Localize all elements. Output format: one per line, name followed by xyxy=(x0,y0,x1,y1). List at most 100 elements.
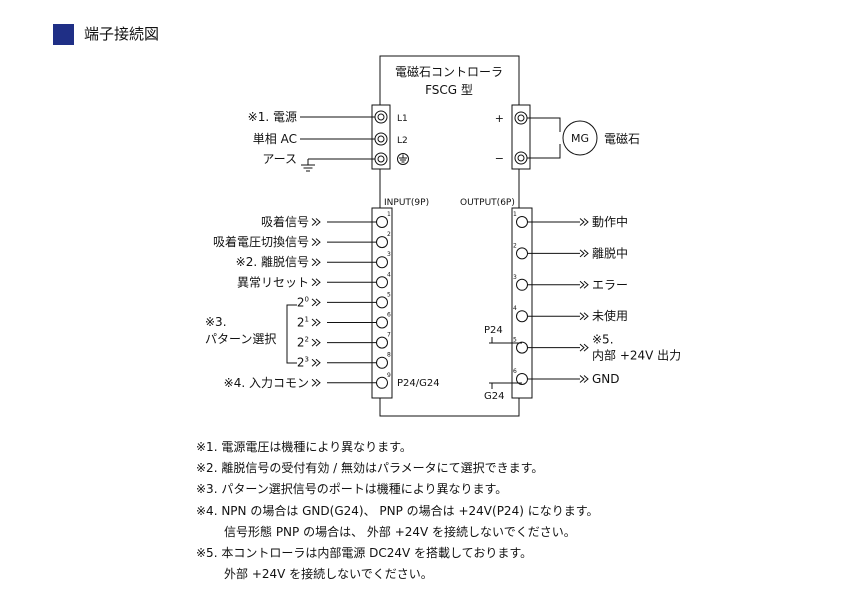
power-terminal-L2 xyxy=(374,132,388,146)
double-arrow-icon xyxy=(579,343,589,352)
terminal-tag-L2: L2 xyxy=(397,136,408,146)
output-pin-number: 4 xyxy=(513,305,517,312)
input-pin-number: 9 xyxy=(387,372,391,379)
input-pin-4: 4 異常リセット xyxy=(237,271,391,289)
input-pin-9: 9 ※4. 入力コモン xyxy=(224,372,391,390)
output-pin-number: 1 xyxy=(513,211,517,218)
wire-mg-plus xyxy=(527,117,561,132)
double-arrow-icon xyxy=(311,338,321,347)
output-pin-1: 1 動作中 xyxy=(513,211,628,229)
double-arrow-icon xyxy=(579,312,589,321)
output-terminal-plus xyxy=(514,111,528,125)
double-arrow-icon xyxy=(579,249,589,258)
input-pin-number: 2 xyxy=(387,231,391,238)
input-pin-label: 吸着信号 xyxy=(261,214,309,229)
input-pin-socket xyxy=(376,236,388,249)
output-pin-socket xyxy=(516,278,528,291)
output-pin-4: 4 未使用 xyxy=(513,305,628,323)
double-arrow-icon xyxy=(311,238,321,246)
output-pin-label-secondary: 内部 +24V 出力 xyxy=(592,348,681,363)
output-pin-3: 3 エラー xyxy=(513,274,628,292)
double-arrow-icon xyxy=(579,218,589,226)
output-pin-number: 3 xyxy=(513,274,517,281)
input-pin-label: 異常リセット xyxy=(237,275,309,289)
input-pin-socket xyxy=(376,376,388,389)
output-pin-label: 未使用 xyxy=(592,308,628,323)
double-arrow-icon xyxy=(311,258,321,267)
output-terminal-minus xyxy=(514,151,528,165)
input-pin-number: 4 xyxy=(387,271,391,278)
input-pin-number: 3 xyxy=(387,251,391,258)
output-connector-title: OUTPUT(6P) xyxy=(460,198,515,208)
note-2: ※2. 離脱信号の受付有効 / 無効はパラメータにて選択できます。 xyxy=(196,461,544,476)
note-1: ※1. 電源電圧は機種により異なります。 xyxy=(196,440,412,454)
p24-supply-marker: P24 xyxy=(484,325,522,344)
input-pin-socket xyxy=(376,336,388,349)
input-pin-label: 20 xyxy=(297,295,309,309)
output-pin-number: 5 xyxy=(513,337,517,344)
input-pin-label: ※4. 入力コモン xyxy=(224,376,309,390)
input-pin-socket xyxy=(376,256,388,269)
input-pin-socket xyxy=(376,276,388,289)
controller-body xyxy=(379,55,520,417)
footnotes: ※1. 電源電圧は機種により異なります。 ※2. 離脱信号の受付有効 / 無効は… xyxy=(196,437,599,585)
p24-tag: P24 xyxy=(484,325,503,336)
input-pin-number: 6 xyxy=(387,312,391,319)
earth-ground-icon xyxy=(301,159,315,172)
power-label-L2: 単相 AC xyxy=(253,132,297,146)
output-pin-socket xyxy=(516,216,528,228)
note-5-continued: 外部 +24V を接続しないでください。 xyxy=(224,567,433,582)
electromagnet-symbol: MG xyxy=(562,120,598,156)
electromagnet-name: 電磁石 xyxy=(604,131,640,146)
page-title: 端子接続図 xyxy=(84,25,160,43)
output-pin-socket xyxy=(516,247,528,260)
output-pin-number: 6 xyxy=(513,368,517,375)
output-pin-5: 5 ※5.内部 +24V 出力 xyxy=(513,333,681,363)
power-label-earth: アース xyxy=(262,152,297,166)
double-arrow-icon xyxy=(579,280,589,289)
note-3: ※3. パターン選択信号のポートは機種により異なります。 xyxy=(196,482,508,497)
input-pin-group: 1 吸着信号 2 吸着電圧切換信号 3※2. 離脱信号 4 異常リセット 5 20 6 2 1 7 22 8… xyxy=(213,211,391,390)
double-arrow-icon xyxy=(311,378,321,387)
heading-color-block xyxy=(53,24,74,45)
input-pin-label: 吸着電圧切換信号 xyxy=(213,234,309,249)
input-pin-number: 5 xyxy=(387,291,391,298)
input-pin-1: 1 吸着信号 xyxy=(261,211,391,229)
g24-ground-marker: G24 xyxy=(484,382,522,402)
power-label-L1: ※1. 電源 xyxy=(248,110,297,124)
output-pin-label: ※5. xyxy=(592,333,614,347)
power-terminal-ground xyxy=(374,152,388,166)
input-pin-socket xyxy=(376,356,388,369)
controller-name: 電磁石コントローラ xyxy=(395,64,503,79)
pattern-select-bracket xyxy=(286,304,297,364)
input-connector-title: INPUT(9P) xyxy=(384,198,429,208)
output-pin-label: 離脱中 xyxy=(592,245,628,260)
output-pin-label: エラー xyxy=(592,278,628,292)
double-arrow-icon xyxy=(311,298,321,307)
output-pin-label: GND xyxy=(592,372,620,386)
output-pin-number: 2 xyxy=(513,242,517,249)
output-pin-2: 2 離脱中 xyxy=(513,242,628,260)
input-pin-socket xyxy=(376,296,388,309)
wire-mg-minus xyxy=(527,144,561,159)
input-pin-3: 3※2. 離脱信号 xyxy=(236,251,391,269)
input-pin-socket xyxy=(376,316,388,329)
input-pin-number: 8 xyxy=(387,352,391,359)
double-arrow-icon xyxy=(311,218,321,226)
output-pin-socket xyxy=(516,341,528,354)
output-pin-socket xyxy=(516,310,528,323)
input-pin-label: 22 xyxy=(297,336,309,350)
terminal-tag-L1: L1 xyxy=(397,114,408,124)
g24-tag: G24 xyxy=(484,391,504,402)
input-pin-5: 5 20 xyxy=(297,291,391,309)
controller-model: FSCG 型 xyxy=(425,83,473,97)
input-pin-2: 2 吸着電圧切換信号 xyxy=(213,231,391,249)
output-pin-label: 動作中 xyxy=(592,214,628,229)
power-terminal-L1 xyxy=(374,110,388,124)
input-common-tag: P24/G24 xyxy=(397,378,440,389)
input-pin-number: 7 xyxy=(387,332,391,339)
input-pin-label: 23 xyxy=(297,356,309,370)
input-pin-number: 1 xyxy=(387,211,391,218)
